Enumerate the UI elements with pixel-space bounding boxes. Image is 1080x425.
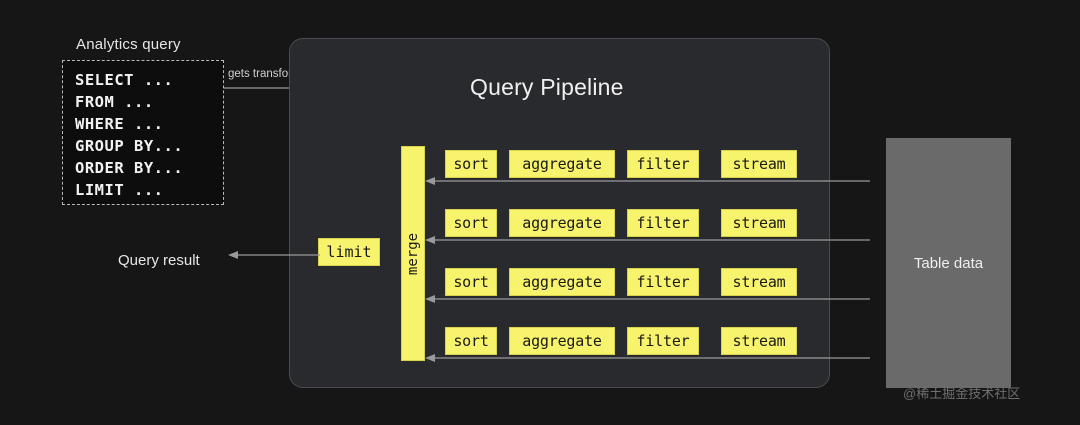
stage-sort-label: sort xyxy=(453,273,489,291)
stage-stream-label: stream xyxy=(732,155,786,173)
stage-filter-label: filter xyxy=(636,273,690,291)
stage-filter[interactable]: filter xyxy=(627,268,699,296)
row-flow-arrow-icon xyxy=(425,177,870,185)
pipeline-title: Query Pipeline xyxy=(470,74,624,100)
table-data-source[interactable]: Table data xyxy=(886,138,1011,388)
stage-sort[interactable]: sort xyxy=(445,268,497,296)
stage-stream[interactable]: stream xyxy=(721,327,797,355)
limit-stage-box[interactable]: limit xyxy=(318,238,380,266)
stage-stream-label: stream xyxy=(732,214,786,232)
stage-filter[interactable]: filter xyxy=(627,150,699,178)
limit-label: limit xyxy=(326,243,372,261)
row-flow-arrow-icon xyxy=(425,354,870,362)
stage-aggregate[interactable]: aggregate xyxy=(509,327,615,355)
stage-stream[interactable]: stream xyxy=(721,209,797,237)
sql-line: SELECT ... xyxy=(75,71,174,89)
query-result-arrow-icon xyxy=(228,251,320,259)
stage-sort[interactable]: sort xyxy=(445,209,497,237)
stage-aggregate[interactable]: aggregate xyxy=(509,150,615,178)
stage-aggregate[interactable]: aggregate xyxy=(509,268,615,296)
stage-sort[interactable]: sort xyxy=(445,150,497,178)
merge-label: merge xyxy=(405,232,421,275)
sql-line: LIMIT ... xyxy=(75,181,164,199)
sql-line: WHERE ... xyxy=(75,115,164,133)
stage-filter[interactable]: filter xyxy=(627,209,699,237)
stage-sort-label: sort xyxy=(453,155,489,173)
stage-aggregate-label: aggregate xyxy=(522,214,602,232)
stage-sort[interactable]: sort xyxy=(445,327,497,355)
table-data-label: Table data xyxy=(913,254,984,272)
sql-line: GROUP BY... xyxy=(75,137,184,155)
sql-query-block: SELECT ... FROM ... WHERE ... GROUP BY..… xyxy=(62,60,224,205)
row-flow-arrow-icon xyxy=(425,236,870,244)
analytics-query-label: Analytics query xyxy=(76,36,181,53)
stage-aggregate[interactable]: aggregate xyxy=(509,209,615,237)
stage-aggregate-label: aggregate xyxy=(522,332,602,350)
stage-stream-label: stream xyxy=(732,273,786,291)
stage-stream-label: stream xyxy=(732,332,786,350)
stage-filter-label: filter xyxy=(636,214,690,232)
stage-aggregate-label: aggregate xyxy=(522,155,602,173)
stage-aggregate-label: aggregate xyxy=(522,273,602,291)
query-result-label: Query result xyxy=(118,252,200,269)
stage-filter-label: filter xyxy=(636,332,690,350)
sql-line: FROM ... xyxy=(75,93,154,111)
stage-sort-label: sort xyxy=(453,214,489,232)
stage-sort-label: sort xyxy=(453,332,489,350)
stage-stream[interactable]: stream xyxy=(721,268,797,296)
stage-filter[interactable]: filter xyxy=(627,327,699,355)
row-flow-arrow-icon xyxy=(425,295,870,303)
merge-stage-box[interactable]: merge xyxy=(401,146,425,361)
stage-stream[interactable]: stream xyxy=(721,150,797,178)
watermark: @稀土掘金技术社区 xyxy=(903,386,1021,401)
stage-filter-label: filter xyxy=(636,155,690,173)
sql-line: ORDER BY... xyxy=(75,159,184,177)
